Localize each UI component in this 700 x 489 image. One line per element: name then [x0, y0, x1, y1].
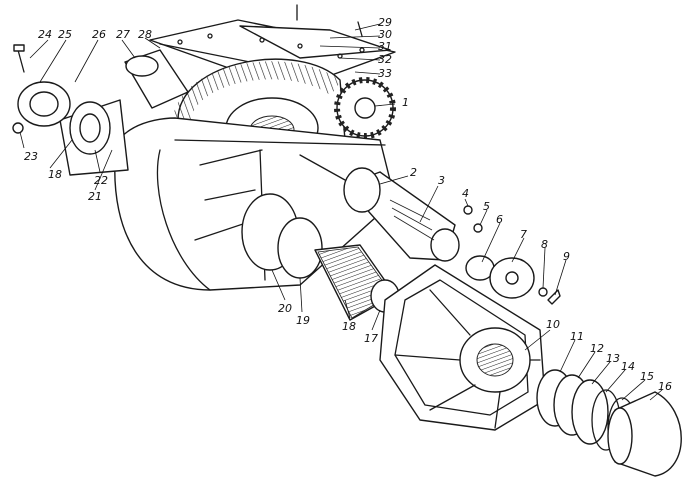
label-4: 4	[462, 187, 469, 200]
label-22: 22	[94, 174, 108, 187]
label-1: 1	[402, 96, 409, 109]
label-14: 14	[621, 360, 635, 373]
label-6: 6	[496, 213, 503, 226]
output-shaft	[343, 167, 460, 262]
label-25: 25	[58, 28, 72, 41]
part-labels: 1 2 3 4 5 6 7 8 9 10 11 12 13 14 15 16 1…	[24, 16, 672, 393]
label-9: 9	[563, 250, 570, 263]
label-5: 5	[483, 200, 490, 213]
label-24: 24	[38, 28, 52, 41]
label-20: 20	[278, 302, 292, 315]
label-30: 30	[378, 28, 392, 41]
leader-lines	[19, 23, 663, 401]
label-26: 26	[92, 28, 106, 41]
label-18-left: 18	[48, 168, 62, 181]
pinion-gear	[334, 77, 396, 139]
label-15: 15	[640, 370, 654, 383]
label-28: 28	[138, 28, 152, 41]
label-13: 13	[606, 352, 620, 365]
label-31: 31	[378, 40, 392, 53]
seal-rings	[536, 369, 637, 459]
label-29: 29	[378, 16, 392, 29]
label-8: 8	[541, 238, 548, 251]
bolts	[12, 4, 363, 134]
label-23: 23	[24, 150, 38, 163]
label-16: 16	[658, 380, 672, 393]
central-spline-shaft	[241, 193, 400, 321]
label-17: 17	[364, 332, 378, 345]
left-shaft-stack	[17, 81, 129, 176]
label-12: 12	[590, 342, 604, 355]
cover-plate	[149, 19, 396, 81]
label-21: 21	[88, 190, 102, 203]
label-3: 3	[438, 174, 445, 187]
star-wheel	[379, 264, 546, 431]
label-10: 10	[546, 318, 560, 331]
end-cap	[607, 391, 682, 477]
label-11: 11	[570, 330, 584, 343]
label-32: 32	[378, 53, 392, 66]
small-fasteners	[463, 205, 561, 305]
shaft-27	[124, 49, 189, 109]
label-27: 27	[116, 28, 130, 41]
label-19: 19	[296, 314, 310, 327]
label-18: 18	[342, 320, 356, 333]
label-33: 33	[378, 67, 392, 80]
label-7: 7	[520, 228, 527, 241]
label-2: 2	[410, 166, 417, 179]
